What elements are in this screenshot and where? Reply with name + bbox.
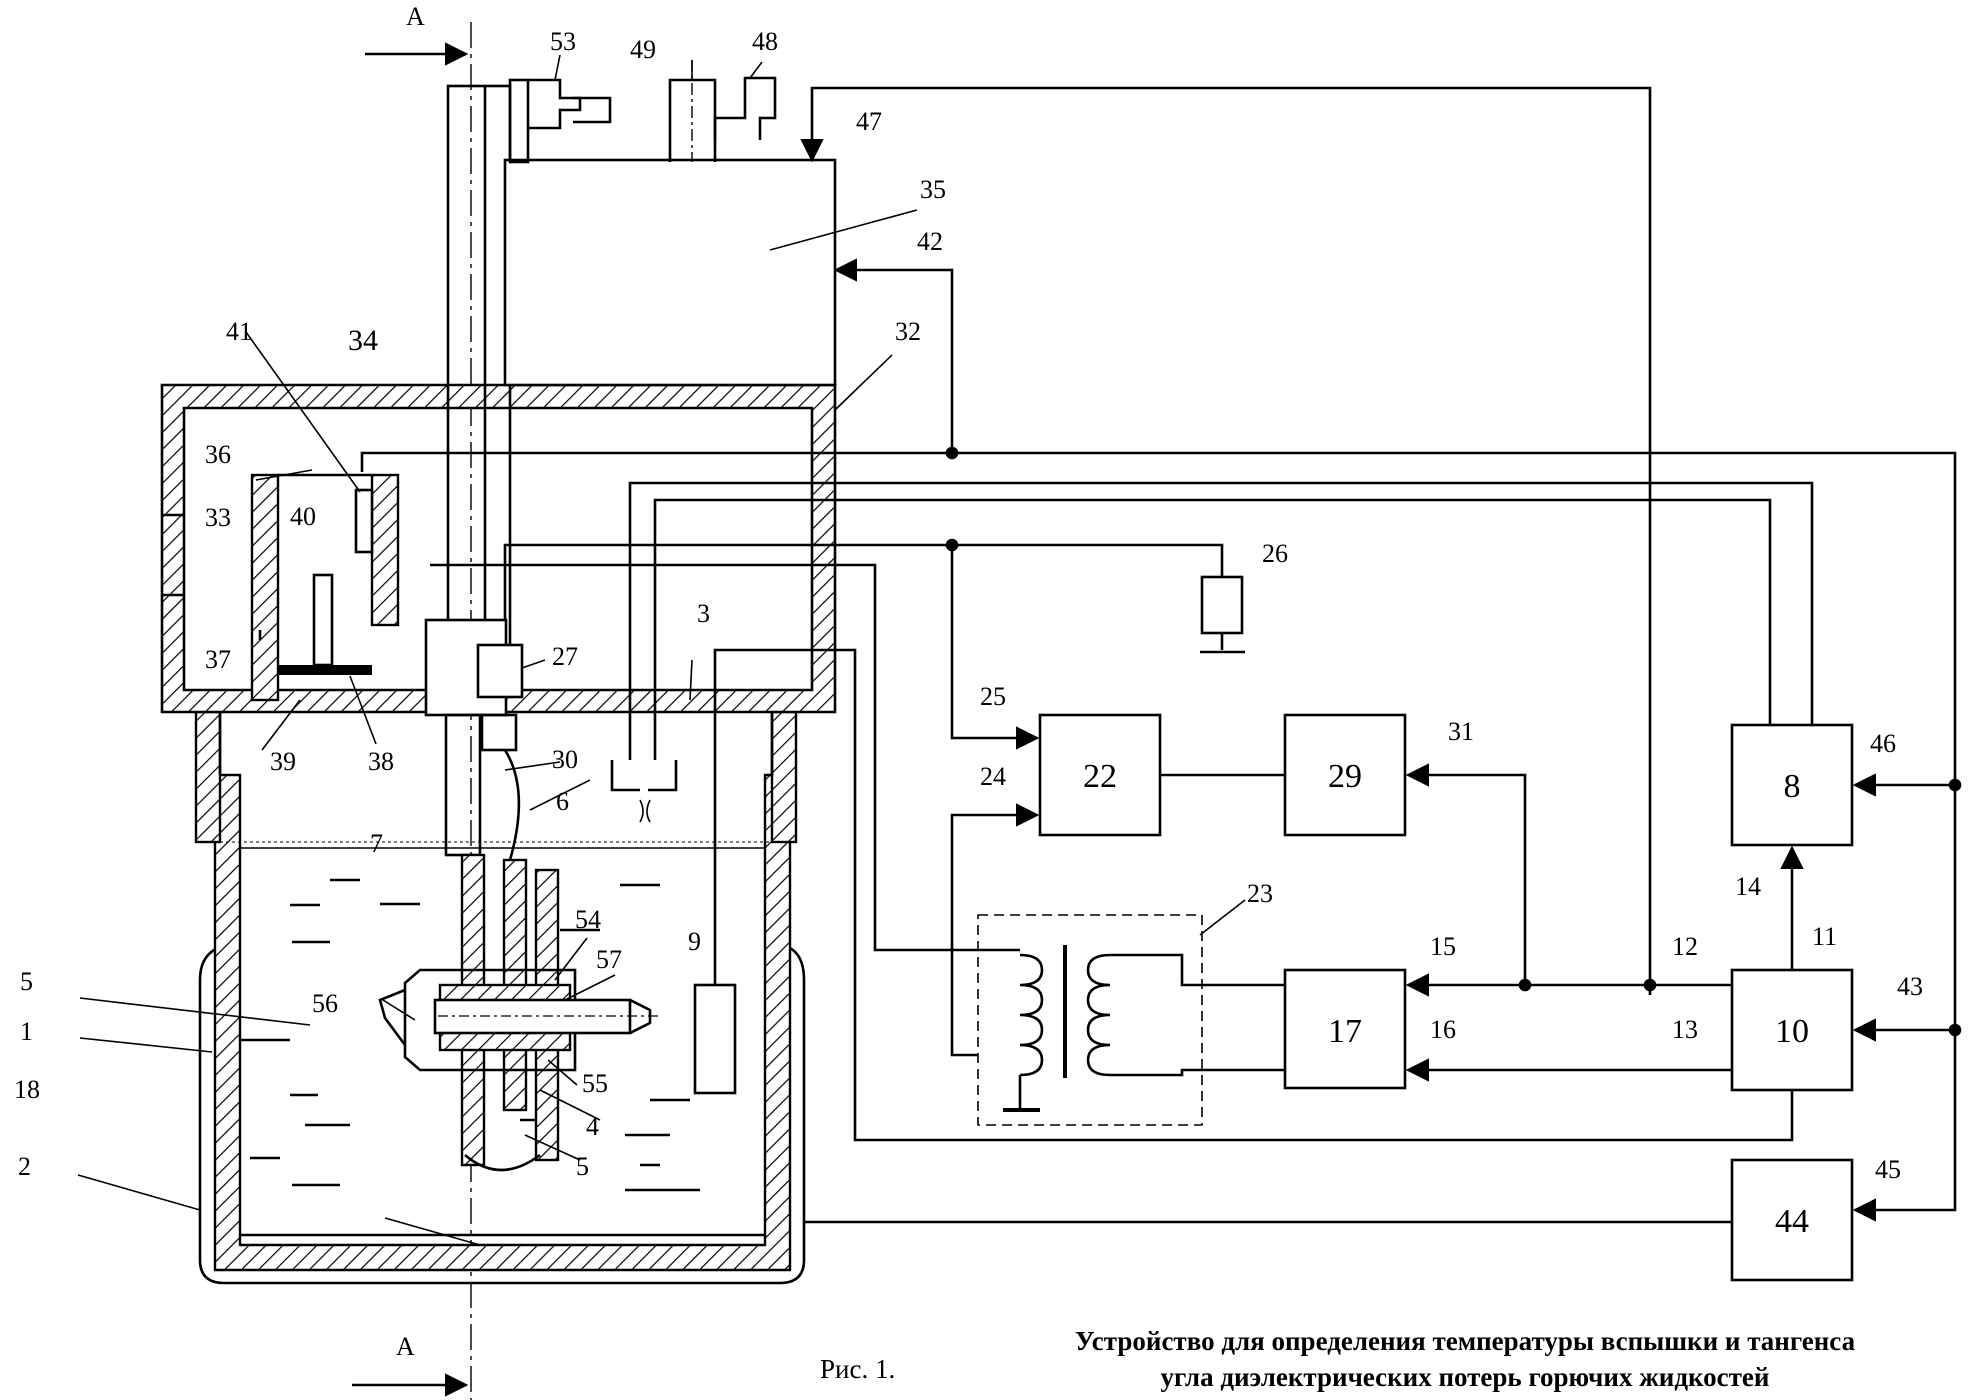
label-13: 13: [1672, 1015, 1698, 1044]
label-14: 14: [1735, 872, 1761, 901]
ground-resistor: [1200, 575, 1245, 654]
label-40: 41: [226, 317, 252, 346]
label-43: 45: [1875, 1155, 1901, 1184]
label-11: 11: [1812, 922, 1837, 951]
label-2: 2: [18, 1152, 31, 1181]
block-17: [1283, 968, 1407, 1090]
label-41: 42: [917, 227, 943, 256]
leader-lines: [77, 54, 1246, 1246]
label-5b: 5: [576, 1152, 589, 1181]
label-16: 16: [1430, 1015, 1456, 1044]
block-44: [1730, 1158, 1854, 1282]
block-17-label: 17: [1328, 1013, 1362, 1050]
label-31: 32: [895, 317, 921, 346]
label-30: 31: [1448, 717, 1474, 746]
block-8-label: 8: [1784, 768, 1801, 805]
lid-chamber: [160, 383, 837, 714]
label-3: 3: [697, 599, 710, 628]
label-17a: 18: [14, 1075, 40, 1104]
label-56: 57: [596, 945, 622, 974]
block-44-label: 44: [1775, 1203, 1809, 1240]
label-24: 25: [980, 682, 1006, 711]
figure-label: Рис. 1.: [820, 1354, 895, 1384]
label-48: 49: [630, 35, 656, 64]
label-1: 1: [20, 1017, 33, 1046]
label-39: 40: [290, 502, 316, 531]
label-4: 4: [586, 1112, 599, 1141]
label-45: 46: [1870, 729, 1896, 758]
function-blocks: 22 29 17 8 10 44: [1038, 713, 1854, 1282]
caption-line-1: Устройство для определения температуры в…: [1075, 1326, 1856, 1356]
label-37: 38: [368, 747, 394, 776]
label-38: 39: [270, 747, 296, 776]
section-mark-top: А: [406, 2, 425, 31]
block-8: [1730, 723, 1854, 847]
top-assembly: [378, 60, 837, 1172]
block-10-label: 10: [1775, 1013, 1809, 1050]
vessel: [194, 710, 806, 1285]
label-25: 26: [1262, 539, 1288, 568]
label-15: 15: [1430, 932, 1456, 961]
label-53: 54: [575, 905, 601, 934]
wiring: [360, 86, 1962, 1224]
label-7: 7: [370, 829, 383, 858]
label-34: 35: [920, 175, 946, 204]
caption-line-2: угла диэлектрических потерь горючих жидк…: [1161, 1362, 1770, 1392]
label-6: 6: [556, 787, 569, 816]
block-22-label: 22: [1083, 758, 1117, 795]
label-46: 47: [856, 107, 882, 136]
label-32: 33: [205, 503, 231, 532]
label-33: 34: [348, 324, 378, 357]
label-54: 55: [582, 1069, 608, 1098]
label-26: 27: [552, 642, 578, 671]
label-49: 53: [550, 27, 576, 56]
label-5a: 5: [20, 967, 33, 996]
transformer: [977, 914, 1203, 1126]
label-18: 23: [1247, 879, 1273, 908]
label-9: 9: [688, 927, 701, 956]
label-27: 30: [552, 745, 578, 774]
label-12: 12: [1672, 932, 1698, 961]
part-labels: 5 1 18 2 3 4 5 6 7 9 11 12 13 14 15 16 2…: [14, 27, 1923, 1184]
label-23: 24: [980, 762, 1006, 791]
block-29: [1283, 713, 1407, 837]
block-29-label: 29: [1328, 758, 1362, 795]
section-mark-bottom: А: [396, 1332, 415, 1361]
label-55: 56: [312, 989, 338, 1018]
label-36: 37: [205, 645, 231, 674]
label-42: 43: [1897, 972, 1923, 1001]
label-47: 48: [752, 27, 778, 56]
label-35: 36: [205, 440, 231, 469]
